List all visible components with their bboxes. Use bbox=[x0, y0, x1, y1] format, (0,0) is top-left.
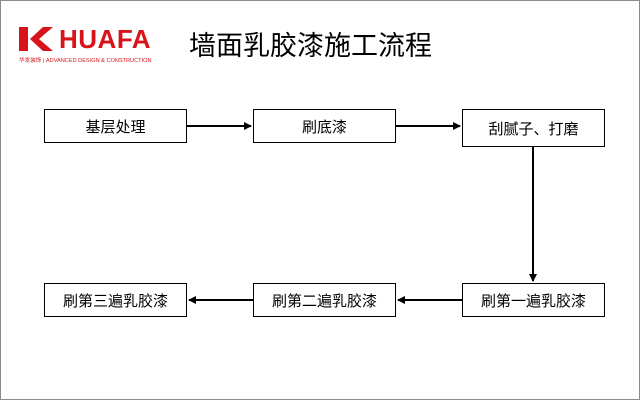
logo-wordmark: HUAFA bbox=[59, 24, 152, 54]
company-logo: HUAFA 华发装饰 | ADVANCED DESIGN & CONSTRUCT… bbox=[19, 24, 174, 69]
page-title: 墙面乳胶漆施工流程 bbox=[189, 31, 432, 62]
step-box-4: 刷第一遍乳胶漆 bbox=[462, 283, 605, 317]
huafa-k-logo-icon bbox=[19, 27, 53, 51]
step-box-3: 刮腻子、打磨 bbox=[462, 109, 605, 147]
step-box-5: 刷第二遍乳胶漆 bbox=[253, 283, 396, 317]
step-box-2: 刷底漆 bbox=[253, 109, 396, 143]
step-box-6: 刷第三遍乳胶漆 bbox=[44, 283, 187, 317]
step-box-1: 基层处理 bbox=[44, 109, 187, 143]
logo-tagline: 华发装饰 | ADVANCED DESIGN & CONSTRUCTION bbox=[19, 58, 152, 64]
